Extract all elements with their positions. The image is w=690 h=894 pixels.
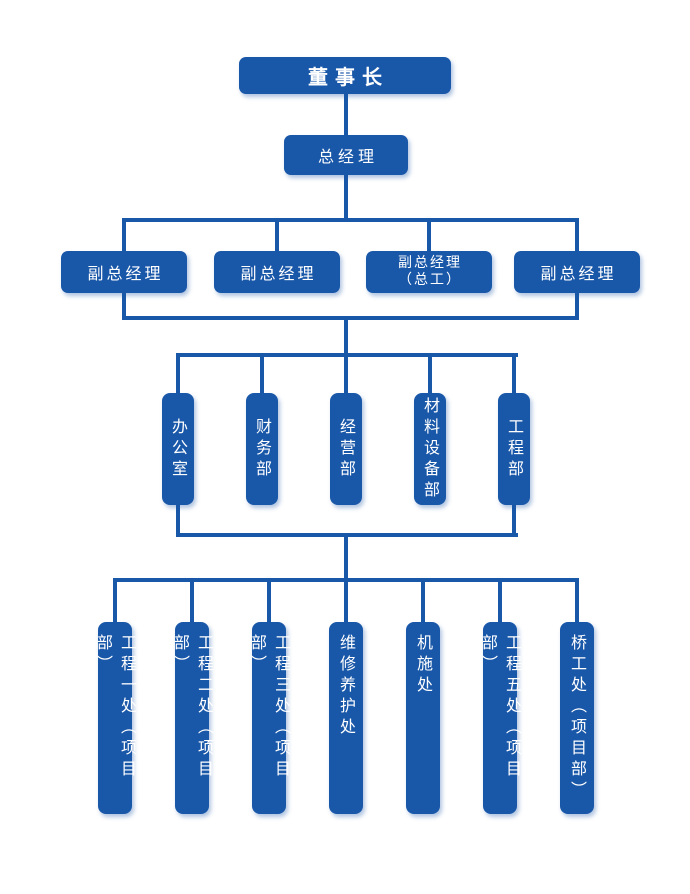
- node-dept-engineering: 工程部: [498, 393, 530, 505]
- node-dept-finance-label: 财务部: [253, 417, 272, 481]
- connector-deputy-4-stub: [575, 293, 579, 320]
- connector-division-3-drop: [267, 578, 271, 626]
- node-dept-materials-equipment: 材料设备部: [414, 393, 446, 505]
- connector-dept-5-drop: [512, 353, 516, 397]
- node-dept-business-label: 经营部: [337, 417, 356, 481]
- node-division-maintenance-label: 维修养护处: [337, 634, 356, 739]
- node-deputy-gm-1-label: 副总经理: [87, 264, 164, 283]
- connector-division-6-drop: [498, 578, 502, 626]
- node-division-engineering-5-label: 工程五处（项目部）: [479, 634, 522, 781]
- node-dept-office: 办公室: [162, 393, 194, 505]
- node-chairman-label: 董事长: [308, 65, 389, 89]
- node-chairman: 董事长: [239, 57, 451, 94]
- connector-gm-stem: [344, 175, 348, 222]
- node-deputy-gm-4: 副总经理: [514, 251, 640, 293]
- node-division-engineering-1-label: 工程一处（项目部）: [94, 634, 137, 781]
- connector-division-7-drop: [575, 578, 579, 626]
- node-division-bridge-works-label: 桥工处（项目部）: [568, 634, 587, 802]
- connector-deputy-1-drop: [122, 218, 126, 254]
- connector-deputy-4-drop: [575, 218, 579, 254]
- connector-chairman-gm: [344, 94, 348, 137]
- connector-deputies-hbar: [122, 218, 579, 222]
- node-deputy-gm-2: 副总经理: [214, 251, 340, 293]
- node-deputy-gm-3-sub-label: （总工）: [398, 272, 462, 288]
- connector-bottom-stem: [344, 533, 348, 582]
- node-division-bridge-works: 桥工处（项目部）: [560, 622, 594, 814]
- node-deputy-gm-3-label: 副总经理: [398, 254, 462, 271]
- connector-deputy-2-drop: [275, 218, 279, 254]
- node-division-engineering-3: 工程三处（项目部）: [248, 622, 291, 814]
- node-division-engineering-2-label: 工程二处（项目部）: [171, 634, 214, 781]
- connector-deputies-lower-hbar: [122, 316, 579, 320]
- connector-dept-3-drop: [344, 353, 348, 397]
- node-division-engineering-5: 工程五处（项目部）: [479, 622, 522, 814]
- connector-division-4-drop: [344, 578, 348, 626]
- connector-dept-5-stub: [512, 505, 516, 537]
- node-dept-office-label: 办公室: [169, 417, 188, 481]
- node-general-manager: 总经理: [284, 135, 408, 175]
- node-deputy-gm-1: 副总经理: [61, 251, 187, 293]
- node-division-machinery-label: 机施处: [414, 634, 433, 697]
- connector-dept-2-drop: [260, 353, 264, 397]
- node-division-engineering-2: 工程二处（项目部）: [171, 622, 214, 814]
- connector-division-2-drop: [190, 578, 194, 626]
- connector-dept-1-stub: [176, 505, 180, 537]
- connector-dept-4-drop: [428, 353, 432, 397]
- node-dept-materials-equipment-label: 材料设备部: [421, 396, 440, 502]
- node-dept-finance: 财务部: [246, 393, 278, 505]
- connector-mid-stem: [344, 316, 348, 357]
- connector-division-5-drop: [421, 578, 425, 626]
- node-deputy-gm-4-label: 副总经理: [540, 264, 617, 283]
- node-division-engineering-1: 工程一处（项目部）: [94, 622, 137, 814]
- connector-division-1-drop: [113, 578, 117, 626]
- connector-dept-1-drop: [176, 353, 180, 397]
- node-division-machinery: 机施处: [406, 622, 440, 814]
- node-deputy-gm-2-label: 副总经理: [240, 264, 317, 283]
- node-deputy-gm-3-chief-engineer: 副总经理 （总工）: [366, 251, 492, 293]
- node-dept-business: 经营部: [330, 393, 362, 505]
- node-dept-engineering-label: 工程部: [505, 417, 524, 481]
- node-general-manager-label: 总经理: [317, 147, 378, 166]
- node-division-engineering-3-label: 工程三处（项目部）: [248, 634, 291, 781]
- connector-deputy-1-stub: [122, 293, 126, 320]
- node-division-maintenance: 维修养护处: [329, 622, 363, 814]
- connector-deputy-3-drop: [427, 218, 431, 254]
